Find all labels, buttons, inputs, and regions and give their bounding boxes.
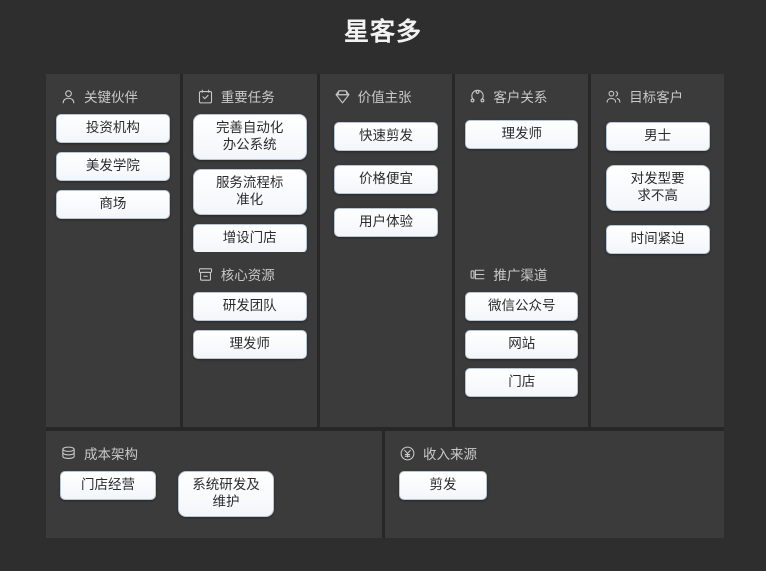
- megaphone-icon: [469, 266, 486, 283]
- relationship-nodes-icon: [469, 88, 486, 105]
- item-list-customer-segments: 男士 对发型要 求不高 时间紧迫: [591, 114, 724, 254]
- item-card[interactable]: 时间紧迫: [605, 225, 710, 254]
- block-channels[interactable]: 推广渠道 微信公众号 网站 门店: [455, 252, 589, 427]
- block-customer-segments[interactable]: 目标客户 男士 对发型要 求不高 时间紧迫: [591, 74, 724, 427]
- archive-box-icon: [197, 266, 214, 283]
- item-list-revenue-streams: 剪发: [385, 471, 724, 500]
- item-card[interactable]: 对发型要 求不高: [605, 165, 710, 211]
- page-title: 星客多: [343, 17, 422, 46]
- diamond-icon: [334, 88, 351, 105]
- block-label-cost-structure: 成本架构: [84, 447, 138, 463]
- item-card[interactable]: 理发师: [465, 120, 579, 149]
- item-card[interactable]: 完善自动化 办公系统: [192, 114, 307, 160]
- item-list-customer-relationships: 理发师: [455, 114, 588, 149]
- block-label-channels: 推广渠道: [493, 268, 548, 284]
- calendar-check-icon: [197, 88, 214, 105]
- item-card[interactable]: 增设门店: [192, 224, 307, 253]
- block-label-revenue-streams: 收入来源: [423, 447, 477, 463]
- yen-circle-icon: [399, 445, 416, 462]
- item-card[interactable]: 投资机构: [56, 114, 170, 143]
- item-card[interactable]: 服务流程标 准化: [192, 169, 307, 215]
- database-stack-icon: [60, 445, 77, 462]
- column-activities-resources: 重要任务 完善自动化 办公系统 服务流程标 准化 增设门店: [182, 74, 317, 427]
- block-revenue-streams[interactable]: 收入来源 剪发: [385, 431, 724, 538]
- column-relationships-channels: 客户关系 理发师: [455, 74, 589, 427]
- two-people-icon: [605, 88, 622, 105]
- item-list-key-activities: 完善自动化 办公系统 服务流程标 准化 增设门店: [183, 114, 317, 253]
- item-list-channels: 微信公众号 网站 门店: [455, 292, 588, 397]
- item-card[interactable]: 价格便宜: [333, 165, 438, 194]
- block-header-cost-structure: 成本架构: [46, 431, 382, 471]
- block-label-key-partners: 关键伙伴: [84, 90, 138, 106]
- block-header-key-resources: 核心资源: [183, 252, 317, 292]
- block-header-value-propositions: 价值主张: [320, 74, 453, 114]
- item-card[interactable]: 微信公众号: [465, 292, 579, 321]
- block-key-activities[interactable]: 重要任务 完善自动化 办公系统 服务流程标 准化 增设门店: [182, 74, 317, 253]
- item-card[interactable]: 研发团队: [192, 292, 307, 321]
- block-customer-relationships[interactable]: 客户关系 理发师: [455, 74, 589, 249]
- item-card[interactable]: 美发学院: [56, 152, 170, 181]
- block-header-channels: 推广渠道: [455, 252, 588, 292]
- item-card[interactable]: 理发师: [192, 330, 307, 359]
- item-card[interactable]: 剪发: [399, 471, 487, 500]
- canvas-bottom-row: 成本架构 门店经营 系统研发及 维护: [46, 431, 724, 538]
- item-card[interactable]: 男士: [605, 122, 710, 151]
- block-header-customer-relationships: 客户关系: [455, 74, 588, 114]
- item-list-value-propositions: 快速剪发 价格便宜 用户体验: [320, 114, 453, 237]
- item-card[interactable]: 快速剪发: [333, 122, 438, 151]
- item-card[interactable]: 系统研发及 维护: [178, 471, 274, 517]
- item-list-key-resources: 研发团队 理发师: [183, 292, 317, 359]
- item-card[interactable]: 网站: [465, 330, 579, 359]
- block-label-key-resources: 核心资源: [220, 268, 275, 284]
- item-list-key-partners: 投资机构 美发学院 商场: [46, 114, 180, 219]
- block-cost-structure[interactable]: 成本架构 门店经营 系统研发及 维护: [46, 431, 382, 538]
- block-key-resources[interactable]: 核心资源 研发团队 理发师: [182, 252, 317, 427]
- block-header-key-activities: 重要任务: [183, 74, 317, 114]
- block-header-key-partners: 关键伙伴: [46, 74, 180, 114]
- item-card[interactable]: 门店经营: [60, 471, 156, 500]
- item-card[interactable]: 用户体验: [333, 208, 438, 237]
- block-label-customer-relationships: 客户关系: [493, 90, 548, 106]
- canvas-grid: 关键伙伴 投资机构 美发学院 商场: [46, 74, 724, 538]
- block-label-key-activities: 重要任务: [220, 90, 275, 106]
- block-header-revenue-streams: 收入来源: [385, 431, 724, 471]
- item-card[interactable]: 商场: [56, 190, 170, 219]
- person-icon: [60, 88, 77, 105]
- item-list-cost-structure: 门店经营 系统研发及 维护: [46, 471, 382, 517]
- block-value-propositions[interactable]: 价值主张 快速剪发 价格便宜 用户体验: [319, 74, 453, 427]
- block-key-partners[interactable]: 关键伙伴 投资机构 美发学院 商场: [46, 74, 180, 427]
- block-header-customer-segments: 目标客户: [591, 74, 724, 114]
- canvas-top-row: 关键伙伴 投资机构 美发学院 商场: [46, 74, 724, 427]
- item-card[interactable]: 门店: [465, 368, 579, 397]
- block-label-value-propositions: 价值主张: [357, 90, 412, 106]
- block-label-customer-segments: 目标客户: [629, 90, 684, 106]
